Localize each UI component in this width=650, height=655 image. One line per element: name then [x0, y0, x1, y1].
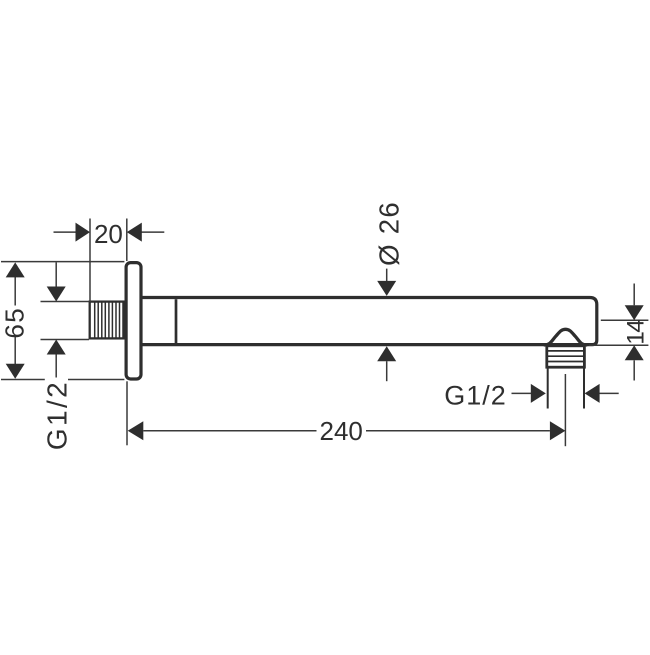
svg-text:14: 14 — [623, 320, 650, 345]
svg-text:240: 240 — [320, 416, 363, 446]
svg-text:Ø 26: Ø 26 — [374, 201, 405, 266]
svg-text:65: 65 — [0, 307, 30, 339]
svg-text:G1/2: G1/2 — [444, 381, 507, 411]
svg-text:20: 20 — [94, 219, 123, 249]
svg-text:G1/2: G1/2 — [42, 380, 73, 450]
